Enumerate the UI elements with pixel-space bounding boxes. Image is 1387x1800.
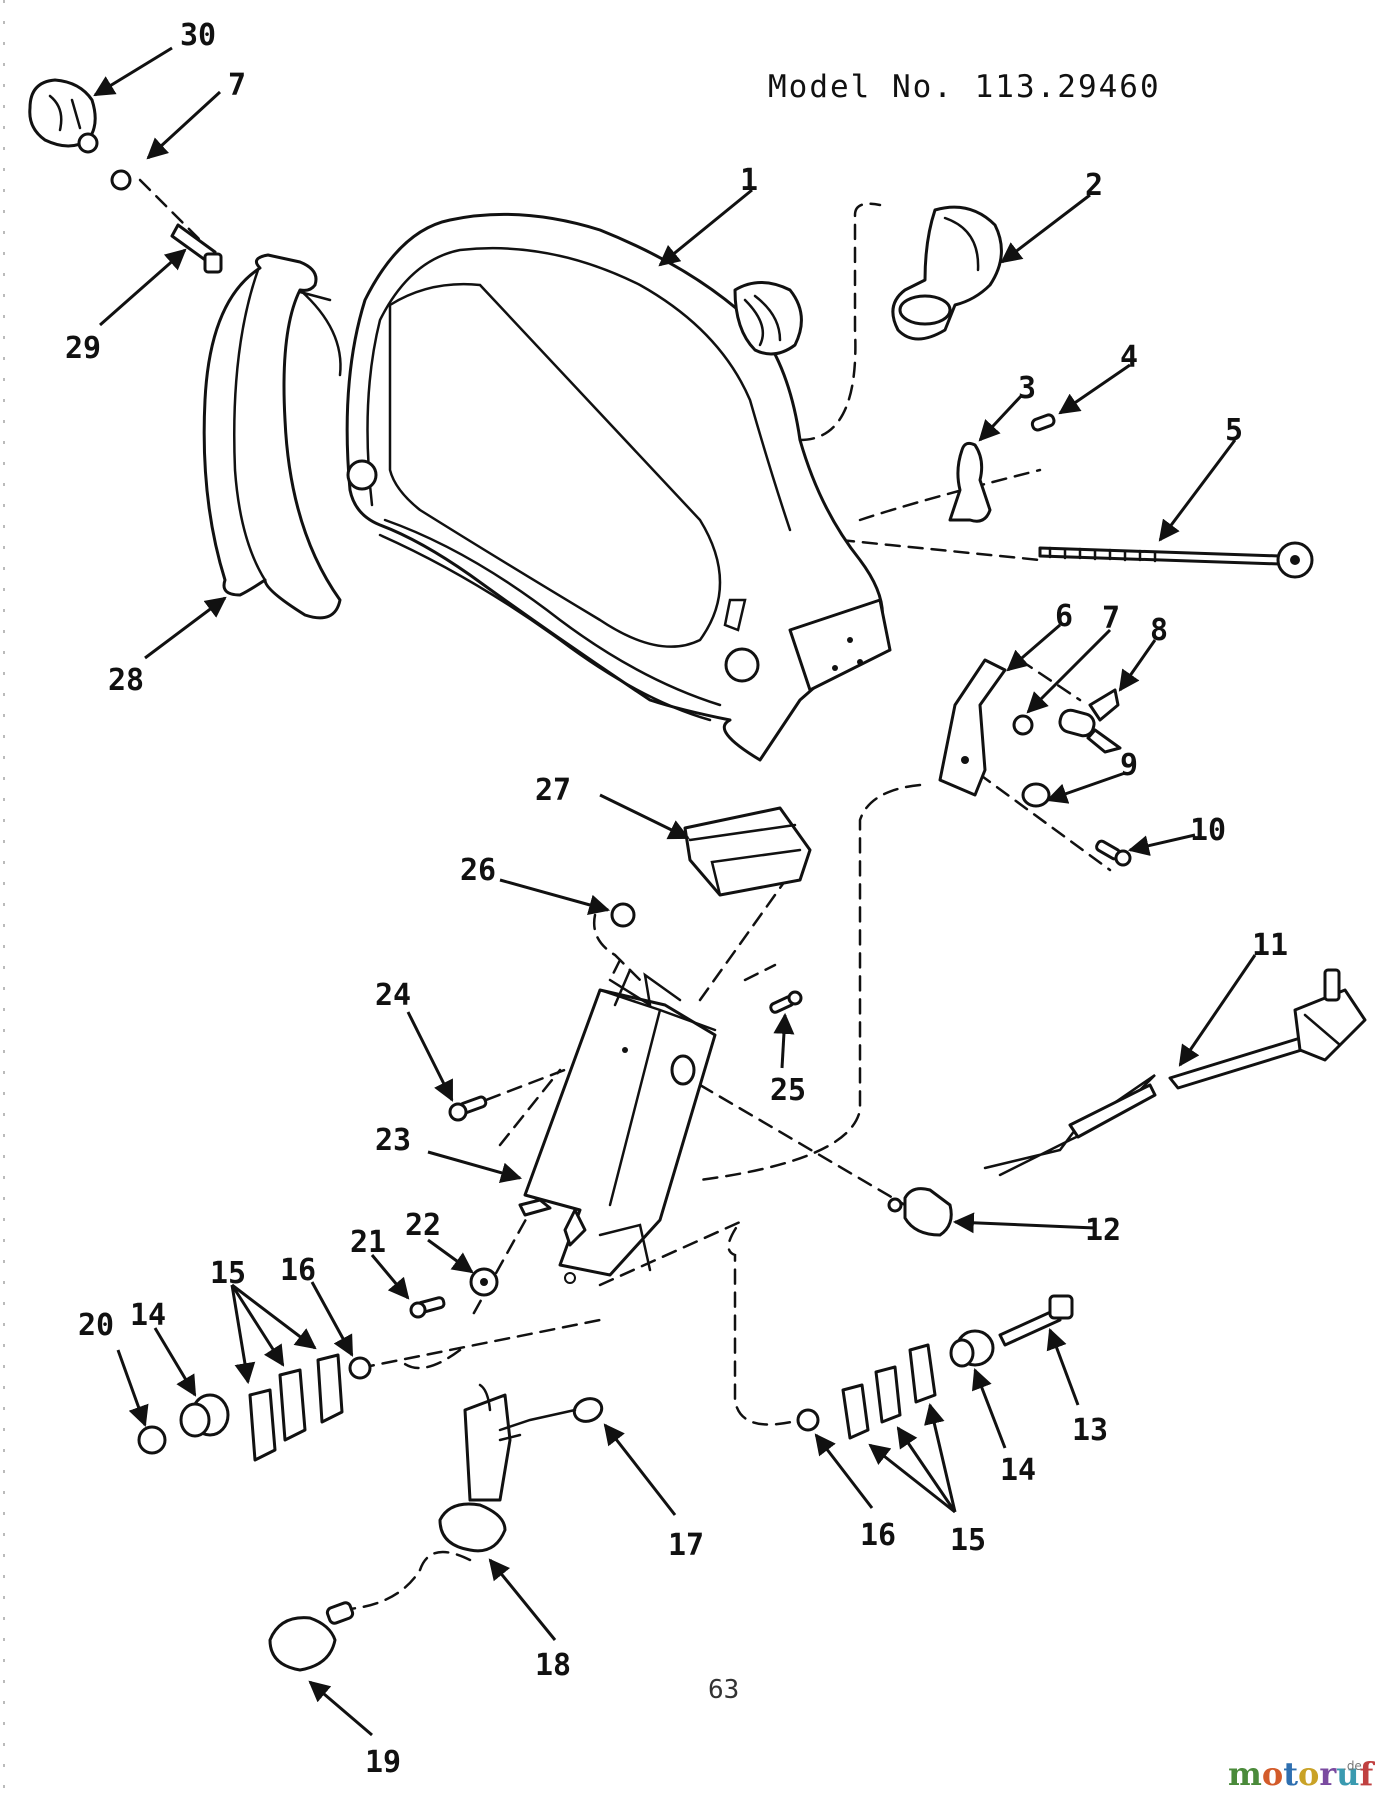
part-15-tabs-left [248, 1353, 344, 1462]
callout-4: 4 [1120, 340, 1138, 375]
svg-text:motoruf: motoruf [1228, 1755, 1375, 1793]
page-number: 63 [708, 1675, 739, 1705]
part-13-bolt [998, 1294, 1074, 1347]
callout-9: 9 [1120, 748, 1138, 783]
callout-1: 1 [740, 163, 758, 198]
callout-26: 26 [460, 853, 496, 888]
callout-3: 3 [1018, 371, 1036, 406]
callout-6: 6 [1055, 599, 1073, 634]
part-14-bushing-right [949, 1329, 995, 1368]
callout-24: 24 [375, 978, 411, 1013]
part-28-guard [202, 253, 342, 620]
callout-13: 13 [1072, 1413, 1108, 1448]
part-12-strain-relief [887, 1187, 953, 1237]
svg-text:.de: .de [1343, 1759, 1362, 1773]
callout-28: 28 [108, 663, 144, 698]
callout-14: 14 [1000, 1453, 1036, 1488]
part-15-tabs-right [841, 1343, 937, 1440]
motoruf-watermark: motoruf .de [1228, 1755, 1375, 1793]
part-29-bolt [170, 223, 223, 274]
callout-arrows [93, 46, 1257, 1737]
part-6-plate [938, 658, 1007, 797]
part-7-nut-right [1012, 714, 1034, 736]
callout-17: 17 [668, 1528, 704, 1563]
callout-30: 30 [180, 18, 216, 53]
part-21-screw [409, 1296, 446, 1319]
callout-7: 7 [1102, 601, 1120, 636]
part-4-pin [1030, 413, 1056, 432]
callout-12: 12 [1085, 1213, 1121, 1248]
callout-11: 11 [1252, 928, 1288, 963]
callout-20: 20 [78, 1308, 114, 1343]
callout-15: 15 [210, 1256, 246, 1291]
callout-7: 7 [228, 68, 246, 103]
part-10-screw [1095, 839, 1132, 867]
part-30-knob [28, 78, 99, 154]
part-2-elbow [891, 205, 1003, 341]
callout-27: 27 [535, 773, 571, 808]
callout-18: 18 [535, 1648, 571, 1683]
part-8-wing-bolt [1058, 688, 1122, 754]
part-20-cap [137, 1425, 167, 1455]
part-1-blade-guard [345, 212, 892, 762]
callout-23: 23 [375, 1123, 411, 1158]
callout-10: 10 [1190, 813, 1226, 848]
part-16-nut-right [796, 1408, 820, 1432]
part-5-rod [1038, 541, 1314, 579]
parts [28, 78, 1367, 1672]
callout-19: 19 [365, 1745, 401, 1780]
part-3-bracket [948, 441, 992, 523]
callout-16: 16 [860, 1518, 896, 1553]
callout-2: 2 [1085, 168, 1103, 203]
callout-29: 29 [65, 331, 101, 366]
part-22-washer [469, 1267, 499, 1297]
part-24-screw [448, 1095, 488, 1122]
callout-8: 8 [1150, 613, 1168, 648]
part-23-switch-housing [518, 968, 717, 1284]
part-11-cord [983, 968, 1367, 1177]
callout-15: 15 [950, 1523, 986, 1558]
model-number-title: Model No. 113.29460 [768, 69, 1161, 105]
part-26-nut [610, 902, 636, 928]
callout-16: 16 [280, 1253, 316, 1288]
callout-21: 21 [350, 1225, 386, 1260]
part-9-washer [1021, 782, 1051, 808]
part-16-nut-left [348, 1356, 372, 1380]
callout-22: 22 [405, 1208, 441, 1243]
part-14-bushing-left [179, 1393, 230, 1438]
part-18-switch [438, 1383, 577, 1553]
part-19-bulb [268, 1601, 355, 1672]
callout-5: 5 [1225, 413, 1243, 448]
part-17-connector [572, 1397, 604, 1423]
part-27-cap [683, 806, 812, 897]
callout-14: 14 [130, 1298, 166, 1333]
part-7-nut-top [110, 169, 132, 191]
callout-25: 25 [770, 1073, 806, 1108]
part-25-screw [769, 990, 803, 1014]
